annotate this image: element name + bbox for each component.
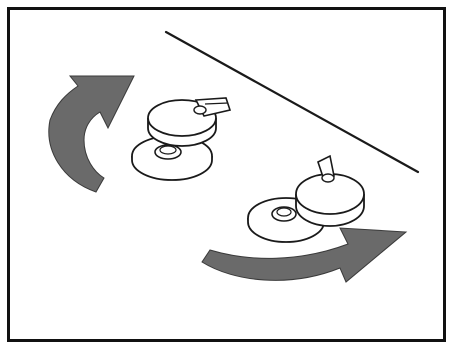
lower-cap-disc	[295, 154, 365, 227]
curved-arrow-up-right-icon	[48, 75, 135, 193]
upper-disc-assembly	[131, 97, 232, 181]
lower-disc-assembly	[247, 154, 365, 243]
diagonal-edge-line	[164, 30, 420, 174]
upper-cap-disc	[147, 97, 232, 147]
upper-washer	[131, 135, 213, 181]
curved-arrow-right-icon	[201, 227, 408, 283]
